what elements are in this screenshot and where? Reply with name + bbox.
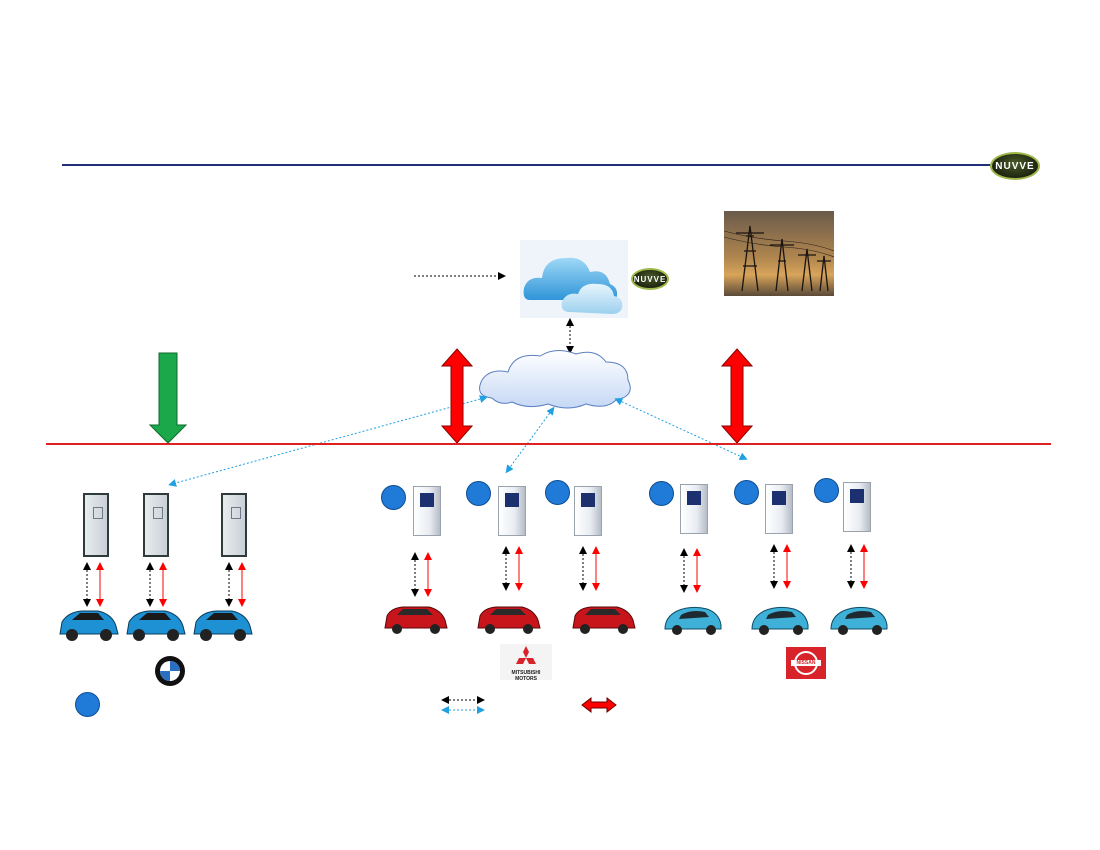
car-icon — [384, 606, 448, 634]
charger-screen — [505, 493, 519, 507]
charger-screen — [850, 489, 864, 503]
nissan-logo: NISSAN — [786, 647, 826, 679]
dc-charger-arrows — [411, 544, 868, 597]
ev-charger-icon — [765, 484, 793, 534]
charger-badge — [734, 480, 759, 505]
cloud-platform-image — [520, 240, 628, 318]
title-divider — [62, 164, 992, 166]
network-link — [614, 398, 748, 460]
legend-power-arrow — [581, 696, 617, 714]
bmw-logo — [154, 655, 186, 692]
grid-boundary-line — [46, 443, 1051, 445]
cloud-nuvve-logo-text: NUVVE — [633, 274, 667, 284]
nuvve-logo: NUVVE — [990, 152, 1040, 180]
legend-arrows — [441, 696, 617, 714]
charger-badge — [466, 481, 491, 506]
ev-charger-icon — [498, 486, 526, 536]
power-flow-arrow — [720, 348, 754, 444]
nuvve-logo-text: NUVVE — [995, 160, 1035, 172]
car-icon — [59, 610, 119, 641]
car-icon — [477, 606, 541, 634]
car-icon — [572, 606, 636, 634]
wall-charger — [83, 493, 109, 557]
mitsubishi-logo-text: MITSUBISHI MOTORS — [511, 670, 541, 682]
green-down-arrow — [148, 352, 188, 444]
car-icon — [193, 610, 253, 641]
ev-charger-icon — [680, 484, 708, 534]
charger-badge — [545, 480, 570, 505]
charger-badge — [649, 481, 674, 506]
network-link — [505, 406, 555, 474]
charger-badge — [814, 478, 839, 503]
charger-screen — [687, 491, 701, 505]
power-flow-arrow — [440, 348, 474, 444]
nissan-cars — [664, 606, 888, 635]
car-icon — [751, 606, 809, 635]
ev-charger-icon — [574, 486, 602, 536]
wall-charger — [221, 493, 247, 557]
ev-charger-icon — [413, 486, 441, 536]
bmw-cars — [59, 610, 253, 641]
legend-badge — [75, 692, 100, 717]
wall-charger — [143, 493, 169, 557]
nissan-logo-text: NISSAN — [796, 660, 816, 666]
car-icon — [664, 606, 722, 635]
ev-charger-icon — [843, 482, 871, 532]
internet-cloud-icon — [479, 350, 631, 409]
charger-screen — [772, 491, 786, 505]
charger-screen — [420, 493, 434, 507]
power-grid-photo — [723, 211, 835, 296]
bmw-charger-arrows — [83, 562, 246, 607]
car-icon — [830, 606, 888, 635]
mitsubishi-cars — [384, 606, 636, 634]
cloud-icon — [523, 257, 623, 314]
charger-badge — [381, 485, 406, 510]
network-link — [168, 395, 488, 487]
cloud-nuvve-logo: NUVVE — [631, 268, 669, 290]
car-icon — [126, 610, 186, 641]
power-tower-icon — [723, 225, 835, 292]
charger-screen — [581, 493, 595, 507]
mitsubishi-logo: MITSUBISHI MOTORS — [500, 644, 552, 682]
